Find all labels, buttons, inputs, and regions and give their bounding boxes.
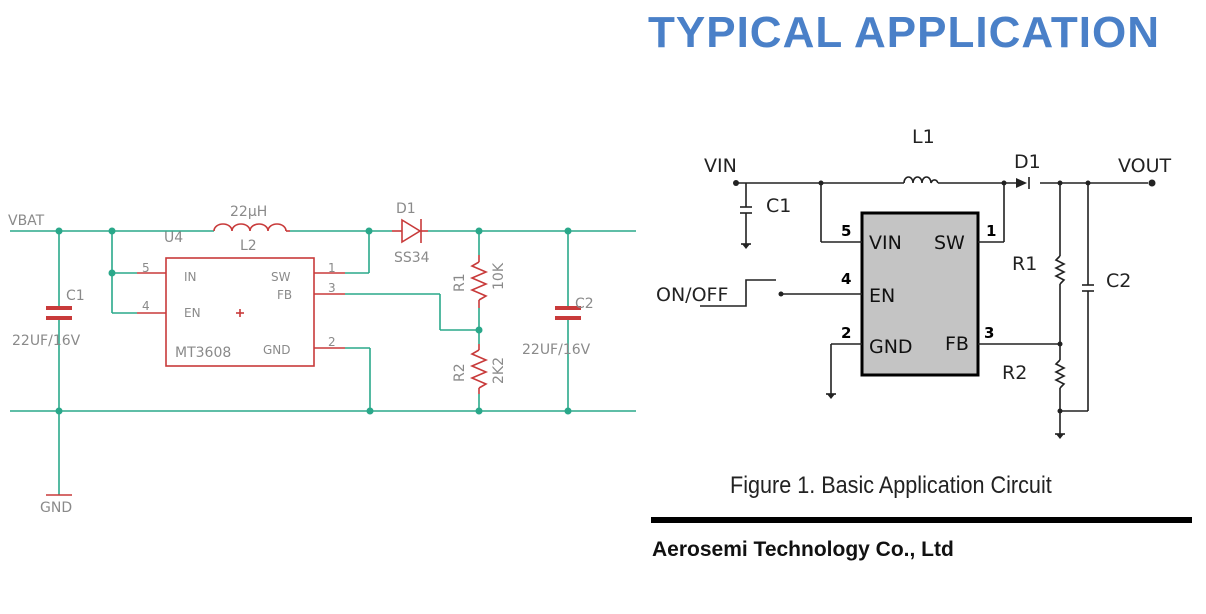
- resistor-r1-fig: [1054, 255, 1066, 285]
- ic-pin-number-gnd: 2: [328, 335, 336, 349]
- resistor-r2-fig: [1054, 359, 1066, 389]
- diode-d1: [392, 218, 428, 244]
- r2-name: R2: [452, 363, 468, 382]
- figure-caption: Figure 1. Basic Application Circuit: [730, 472, 1052, 499]
- right-figure: L1 D1 VIN VOUT C1 VIN SW EN GND FB: [656, 126, 1172, 439]
- fig-chip-ground: [826, 343, 862, 399]
- r1-value: 10K: [491, 262, 507, 290]
- fig-pin-number-gnd: 2: [841, 324, 851, 342]
- ic-pin-number-sw: 1: [328, 261, 336, 275]
- r1-name: R1: [452, 273, 468, 292]
- fig-pin-number-sw: 1: [986, 222, 996, 240]
- fig-pin-fb: FB: [945, 333, 969, 355]
- r2-value: 2K2: [491, 357, 507, 384]
- gnd-label: GND: [40, 500, 72, 516]
- fig-pin-number-fb: 3: [984, 324, 994, 342]
- capacitor-c2-fig: [1082, 183, 1094, 411]
- ic-mt3608: [137, 257, 345, 367]
- capacitor-c1-fig: [740, 183, 752, 249]
- fig-pin-sw: SW: [934, 232, 965, 254]
- fig-vout-label: VOUT: [1118, 155, 1172, 177]
- diode-d1-fig: [1016, 177, 1030, 189]
- net-wires: [10, 230, 636, 495]
- c1-value: 22UF/16V: [12, 333, 81, 349]
- ic-pin-fb-label: FB: [277, 288, 292, 302]
- fig-c2-label: C2: [1106, 270, 1131, 292]
- fig-on-off-label: ON/OFF: [656, 284, 728, 306]
- c2-name: C2: [575, 296, 594, 312]
- fig-pin-vin: VIN: [869, 232, 902, 254]
- company-name: Aerosemi Technology Co., Ltd: [652, 538, 954, 561]
- ic-pin-number-en: 4: [142, 299, 150, 313]
- fig-l1-label: L1: [912, 126, 935, 148]
- ic-pin-gnd-label: GND: [263, 343, 291, 357]
- l2-value: 22µH: [230, 204, 267, 220]
- ic-pin-sw-label: SW: [271, 270, 291, 284]
- fig-r1-label: R1: [1012, 253, 1037, 275]
- d1-value: SS34: [394, 250, 430, 266]
- fig-pin-en: EN: [869, 285, 895, 307]
- capacitor-c2: [555, 300, 581, 324]
- c2-value: 22UF/16V: [522, 342, 591, 358]
- capacitor-c1: [46, 300, 72, 323]
- vbat-label: VBAT: [8, 213, 45, 229]
- resistor-r1: [469, 255, 489, 308]
- page-title: TYPICAL APPLICATION: [648, 8, 1160, 57]
- fig-c1-label: C1: [766, 195, 791, 217]
- on-off-signal: [700, 279, 862, 307]
- fig-pin-number-vin: 5: [841, 222, 851, 240]
- inductor-l2: [213, 223, 290, 232]
- net-junctions: [55, 227, 572, 415]
- resistor-r2: [469, 344, 489, 394]
- divider: [651, 517, 1192, 523]
- fig-d1-label: D1: [1014, 151, 1041, 173]
- ic-pin-number-fb: 3: [328, 281, 336, 295]
- c1-name: C1: [66, 288, 85, 304]
- d1-name: D1: [396, 201, 416, 217]
- fig-pin-number-en: 4: [841, 270, 851, 288]
- ic-ref: U4: [164, 230, 183, 246]
- vout-terminal: [1148, 179, 1156, 187]
- l2-name: L2: [240, 238, 257, 254]
- fig-vin-label: VIN: [704, 155, 737, 177]
- ic-pin-in-label: IN: [184, 270, 197, 284]
- left-schematic: VBAT GND C1 22UF/16V C2 22UF/16V 22µH: [8, 201, 636, 516]
- ic-pin-en-label: EN: [184, 306, 201, 320]
- ic-pin-number-in: 5: [142, 261, 150, 275]
- inductor-l1: [903, 176, 939, 184]
- fig-pin-gnd: GND: [869, 336, 913, 358]
- ic-name: MT3608: [175, 345, 231, 361]
- fig-r2-label: R2: [1002, 362, 1027, 384]
- fig-chip: [860, 211, 980, 377]
